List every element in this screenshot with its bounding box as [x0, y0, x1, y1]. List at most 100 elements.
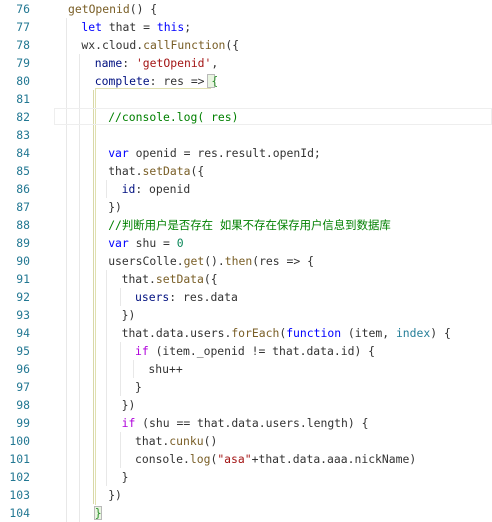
indent-guide: [79, 234, 81, 252]
code-text[interactable]: }): [108, 198, 122, 216]
code-text[interactable]: var openid = res.result.openId;: [108, 144, 321, 162]
code-text[interactable]: //判断用户是否存在 如果不存在保存用户信息到数据库: [108, 216, 391, 234]
indent-guide: [79, 216, 81, 234]
code-text[interactable]: shu++: [148, 360, 182, 378]
code-line[interactable]: 81: [0, 90, 492, 108]
code-line[interactable]: 97}: [0, 378, 492, 396]
indent-guide: [92, 378, 94, 396]
indent-guide: [66, 360, 67, 378]
code-text[interactable]: name: 'getOpenid',: [95, 54, 218, 72]
indent-guide: [66, 90, 67, 108]
code-text[interactable]: if (shu == that.data.users.length) {: [122, 414, 369, 432]
code-line[interactable]: 86 id: openid: [0, 180, 492, 198]
indent-guide: [79, 252, 81, 270]
indent-guide: [92, 90, 94, 108]
indent-guide: [106, 450, 108, 468]
indent-guide: [92, 288, 94, 306]
line-number: 86: [16, 182, 30, 196]
code-token: : res =>: [149, 74, 212, 88]
code-text[interactable]: that.setData({: [108, 162, 204, 180]
indent-guide: [92, 342, 94, 360]
code-text[interactable]: }): [122, 306, 136, 324]
code-line[interactable]: 98}): [0, 396, 492, 414]
code-line[interactable]: 82 //console.log( res): [0, 108, 492, 126]
code-token: let: [81, 20, 102, 34]
code-text[interactable]: if (item._openid != that.data.id) {: [135, 342, 375, 360]
code-text[interactable]: usersColle.get().then(res => {: [108, 252, 314, 270]
code-text[interactable]: getOpenid() {: [68, 0, 157, 18]
code-text[interactable]: }: [95, 504, 102, 522]
code-text[interactable]: that.cunku(): [135, 432, 217, 450]
indent-guide: [79, 144, 81, 162]
indent-guide: [79, 414, 81, 432]
indent-guide: [92, 234, 94, 252]
code-text[interactable]: }): [122, 396, 136, 414]
code-token: that =: [101, 20, 157, 34]
code-text[interactable]: console.log("asa"+that.data.aaa.nickName…: [135, 450, 416, 468]
code-text[interactable]: }: [135, 378, 142, 396]
indent-guide: [106, 180, 108, 198]
code-text[interactable]: that.setData({: [122, 270, 218, 288]
line-number: 91: [16, 272, 30, 286]
line-number: 80: [16, 74, 30, 88]
indent-guide: [79, 360, 81, 378]
code-token: shu =: [128, 236, 177, 250]
line-number: 82: [16, 110, 30, 124]
code-token: (: [210, 452, 218, 466]
code-token: console.: [135, 452, 190, 466]
line-number: 94: [16, 326, 30, 340]
indent-guide: [66, 162, 67, 180]
code-text[interactable]: let that = this;: [81, 18, 191, 36]
indent-guide: [79, 306, 81, 324]
code-line[interactable]: 87}): [0, 198, 492, 216]
code-line[interactable]: 103}): [0, 486, 492, 504]
indent-guide: [79, 486, 81, 504]
code-token: setData: [142, 164, 191, 178]
code-line[interactable]: 91 that.setData({: [0, 270, 492, 288]
code-text[interactable]: }: [122, 468, 129, 486]
code-text[interactable]: //console.log( res): [108, 108, 238, 126]
code-token: usersColle.: [108, 254, 184, 268]
code-token: ({: [190, 164, 205, 178]
code-token: ().: [204, 254, 225, 268]
code-line[interactable]: 80 complete: res => {: [0, 72, 492, 90]
code-line[interactable]: 94 that.data.users.forEach(function (item…: [0, 324, 492, 342]
indent-guide: [79, 198, 81, 216]
code-text[interactable]: id: openid: [122, 180, 191, 198]
code-text[interactable]: users: res.data: [135, 288, 238, 306]
code-token: () {: [129, 2, 158, 16]
code-text[interactable]: }): [108, 486, 122, 504]
indent-guide: [119, 342, 121, 360]
code-line[interactable]: 104}: [0, 504, 492, 522]
code-text[interactable]: var shu = 0: [108, 234, 183, 252]
code-text[interactable]: complete: res => {: [95, 72, 218, 90]
code-text[interactable]: that.data.users.forEach(function (item, …: [122, 324, 451, 342]
code-line[interactable]: 88//判断用户是否存在 如果不存在保存用户信息到数据库: [0, 216, 492, 234]
indent-guide: [133, 360, 134, 378]
code-line[interactable]: 83: [0, 126, 492, 144]
line-number: 98: [16, 398, 30, 412]
code-line[interactable]: 93}): [0, 306, 492, 324]
code-text[interactable]: wx.cloud.callFunction({: [81, 36, 239, 54]
line-number: 93: [16, 308, 30, 322]
code-line[interactable]: 102}: [0, 468, 492, 486]
indent-guide: [79, 54, 81, 72]
indent-guide: [66, 378, 67, 396]
code-token: 'getOpenid': [135, 56, 212, 70]
indent-guide: [79, 90, 81, 108]
